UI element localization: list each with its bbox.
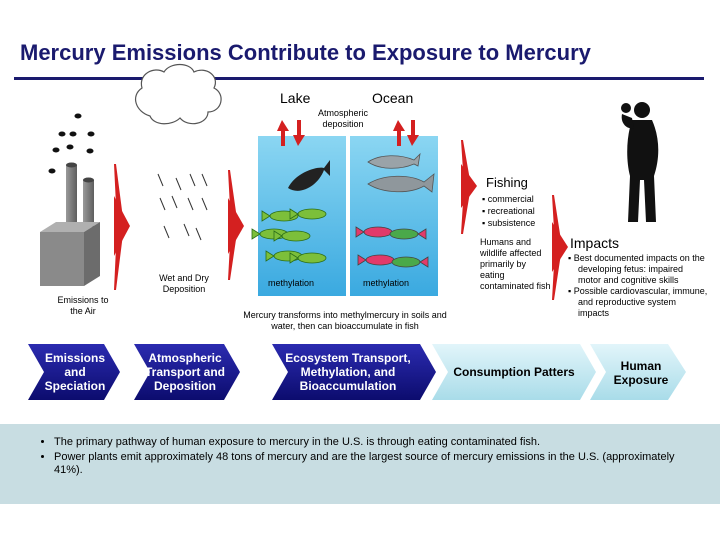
flow-step-exposure bbox=[590, 344, 686, 400]
flow-label-exposure: Human Exposure bbox=[613, 359, 669, 387]
methylation-label-ocean: methylation bbox=[362, 278, 410, 288]
deposition-rain bbox=[157, 173, 208, 241]
impacts-list: ▪ Best documented impacts on the develop… bbox=[568, 253, 708, 319]
fishing-item: ▪ subsistence bbox=[482, 218, 536, 228]
flow-label-ecosystem: Ecosystem Transport, Methylation, and Bi… bbox=[285, 351, 411, 393]
impacts-item: ▪ Best documented impacts on the develop… bbox=[568, 253, 705, 285]
process-flow bbox=[28, 344, 686, 400]
diagram-graphics bbox=[28, 63, 686, 400]
notes-list: The primary pathway of human exposure to… bbox=[0, 424, 720, 477]
mercury-particles bbox=[48, 113, 95, 174]
fish-icons bbox=[251, 152, 435, 268]
notes-box: The primary pathway of human exposure to… bbox=[0, 424, 720, 504]
flow-step-ecosystem bbox=[272, 344, 436, 400]
cloud-icon bbox=[134, 63, 222, 125]
lake-label: Lake bbox=[280, 90, 311, 106]
note-item: The primary pathway of human exposure to… bbox=[54, 436, 700, 449]
flow-step-emissions bbox=[28, 344, 120, 400]
page-title: Mercury Emissions Contribute to Exposure… bbox=[20, 40, 591, 65]
emissions-to-air-label: Emissions to the Air bbox=[57, 295, 109, 316]
flow-step-transport bbox=[134, 344, 240, 400]
methylation-label-lake: methylation bbox=[268, 278, 315, 288]
title-divider bbox=[14, 77, 704, 80]
atmospheric-deposition-label: Atmospheric deposition bbox=[317, 108, 369, 129]
human-silhouette-icon bbox=[621, 102, 659, 222]
flow-label-emissions: Emissions and Speciation bbox=[44, 351, 106, 393]
mercury-transform-text: Mercury transforms into methylmercury in… bbox=[243, 310, 447, 331]
note-item: Power plants emit approximately 48 tons … bbox=[54, 451, 700, 477]
fishing-label: Fishing bbox=[486, 175, 528, 190]
fishing-item: ▪ recreational bbox=[482, 206, 535, 216]
impacts-label: Impacts bbox=[570, 235, 620, 251]
atmospheric-deposition-arrows bbox=[277, 120, 419, 146]
flow-label-transport: Atmospheric Transport and Deposition bbox=[144, 351, 225, 393]
flow-step-consumption bbox=[432, 344, 596, 400]
flow-label-consumption: Consumption Patters bbox=[453, 365, 575, 379]
wet-dry-deposition-label: Wet and Dry Deposition bbox=[159, 273, 209, 294]
power-plant-icon bbox=[40, 162, 100, 286]
fishing-item: ▪ commercial bbox=[482, 194, 534, 204]
impacts-item: ▪ Possible cardiovascular, immune, and r… bbox=[568, 286, 708, 318]
stage-arrows bbox=[114, 140, 568, 300]
humans-wildlife-text: Humans and wildlife affected primarily b… bbox=[480, 237, 551, 291]
ocean-label: Ocean bbox=[372, 90, 414, 106]
fishing-list: ▪ commercial ▪ recreational ▪ subsistenc… bbox=[482, 193, 535, 229]
